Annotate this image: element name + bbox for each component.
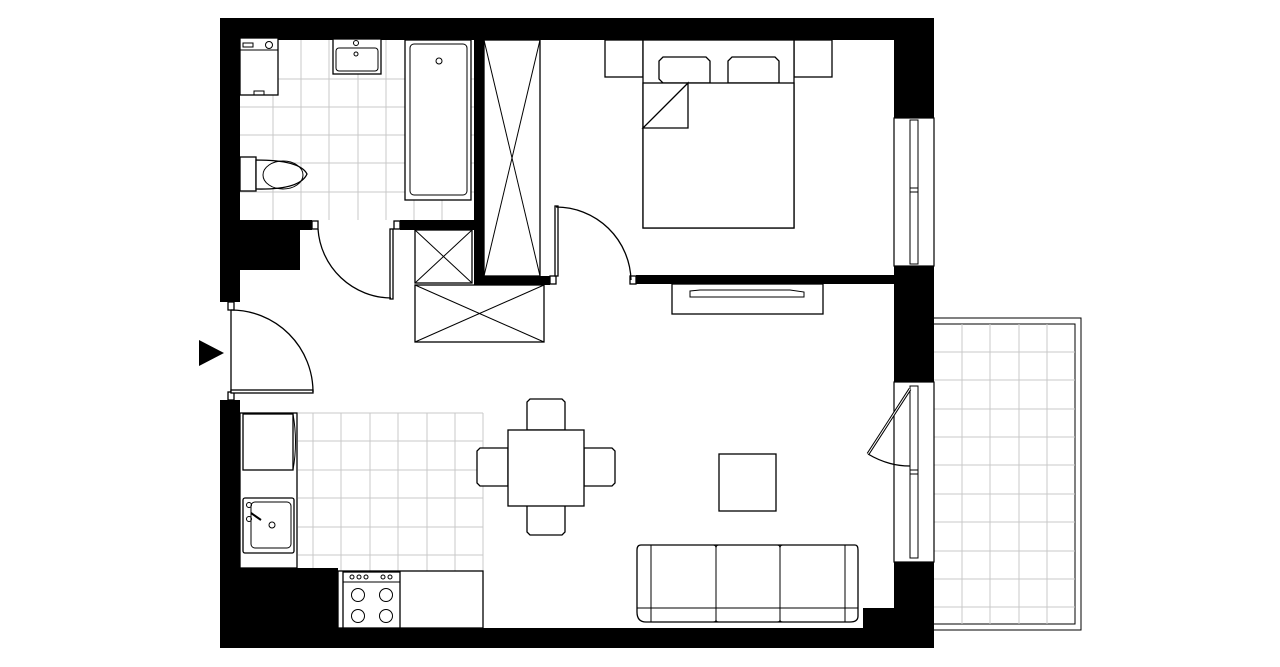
coffee-table — [718, 453, 777, 512]
three-seat-sofa — [636, 544, 859, 623]
bathroom-door[interactable] — [311, 220, 401, 300]
balcony-door[interactable] — [866, 381, 935, 563]
dining-table-set — [476, 398, 616, 536]
bathtub — [404, 39, 472, 201]
nightstand-left — [604, 39, 644, 78]
kitchen-sink — [242, 497, 295, 554]
entrance-arrow-icon — [199, 340, 224, 366]
bedroom-door[interactable] — [549, 205, 637, 285]
walls — [220, 18, 934, 648]
tv-console — [671, 283, 824, 315]
fridge — [242, 413, 296, 471]
washbasin — [332, 38, 382, 75]
burner-icon — [351, 588, 393, 623]
toilet — [239, 156, 308, 192]
entrance-door[interactable] — [227, 301, 314, 401]
wardrobe — [483, 39, 541, 277]
double-bed — [641, 39, 795, 229]
storage-closet-upper — [414, 229, 473, 284]
stove — [342, 571, 401, 629]
kitchen-tile-floor — [298, 412, 484, 571]
storage-closet-lower — [414, 284, 545, 343]
nightstand-right — [793, 39, 833, 78]
washing-machine — [239, 37, 279, 96]
balcony — [932, 317, 1082, 631]
bedroom-window — [893, 117, 935, 267]
